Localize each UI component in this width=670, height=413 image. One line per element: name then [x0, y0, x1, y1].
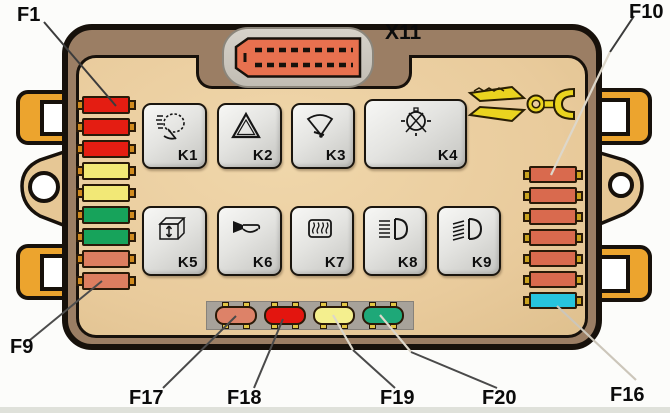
horn-icon	[233, 221, 261, 233]
low-beam-icon	[452, 218, 483, 241]
relay-k5-label: K5	[177, 254, 198, 271]
label-f17: F17	[129, 387, 164, 409]
label-f20: F20	[482, 387, 517, 409]
mounting-hole-left	[28, 171, 60, 203]
fuse-f8	[76, 248, 136, 270]
heated-rear-window-icon	[308, 219, 332, 238]
relay-k2-label: K2	[252, 147, 273, 164]
label-f9: F9	[10, 336, 34, 358]
label-f1: F1	[17, 4, 41, 26]
fuse-f7	[76, 226, 136, 248]
hazard-warning-icon	[231, 111, 261, 139]
connector-x11	[234, 37, 362, 78]
high-beam-icon	[379, 218, 409, 240]
fuse-f17	[213, 302, 259, 329]
fuse-f9	[76, 270, 136, 292]
relay-k1-label: K1	[177, 147, 198, 164]
fuse-f2	[76, 116, 136, 138]
fuse-f19	[311, 302, 357, 329]
fuse-f16	[523, 290, 583, 311]
fuse-f10	[523, 164, 583, 185]
label-f19: F19	[380, 387, 415, 409]
relay-k7-label: K7	[324, 254, 345, 271]
fuse-f18	[262, 302, 308, 329]
power-window-icon	[158, 217, 186, 240]
relay-k1: K1	[142, 103, 207, 169]
fuse-f11	[523, 185, 583, 206]
lamp-check-icon	[400, 107, 431, 136]
fuse-box-panel	[76, 55, 588, 338]
fuse-f4	[76, 160, 136, 182]
fuse-f3	[76, 138, 136, 160]
fuse-f5	[76, 182, 136, 204]
relay-k3-label: K3	[325, 147, 346, 164]
fuse-f13	[523, 227, 583, 248]
headlamp-washer-icon	[156, 113, 185, 140]
fuse-f14	[523, 248, 583, 269]
relay-k9: K9	[437, 206, 501, 276]
windshield-wiper-icon	[306, 114, 334, 138]
fuse-f1	[76, 94, 136, 116]
bottom-fuse-strip	[206, 301, 414, 330]
relay-k8-label: K8	[397, 254, 418, 271]
relay-k6: K6	[217, 206, 282, 276]
relay-k4: K4	[364, 99, 467, 169]
relay-k7: K7	[290, 206, 354, 276]
left-fuse-column	[76, 94, 136, 292]
fuse-f20	[360, 302, 406, 329]
fuse-puller-icon	[467, 85, 575, 123]
relay-k3: K3	[291, 103, 355, 169]
fuse-f12	[523, 206, 583, 227]
label-f10: F10	[629, 1, 664, 23]
page-bottom-strip	[0, 407, 670, 413]
relay-k2: K2	[217, 103, 282, 169]
mounting-hole-right	[608, 172, 634, 198]
label-f18: F18	[227, 387, 262, 409]
fuse-f6	[76, 204, 136, 226]
relay-k9-label: K9	[471, 254, 492, 271]
relay-k8: K8	[363, 206, 427, 276]
relay-k4-label: K4	[437, 147, 458, 164]
right-fuse-column	[523, 164, 583, 311]
relay-k5: K5	[142, 206, 207, 276]
fuse-f15	[523, 269, 583, 290]
label-f16: F16	[610, 384, 645, 406]
connector-x11-label: X11	[385, 21, 422, 44]
relay-k6-label: K6	[252, 254, 273, 271]
